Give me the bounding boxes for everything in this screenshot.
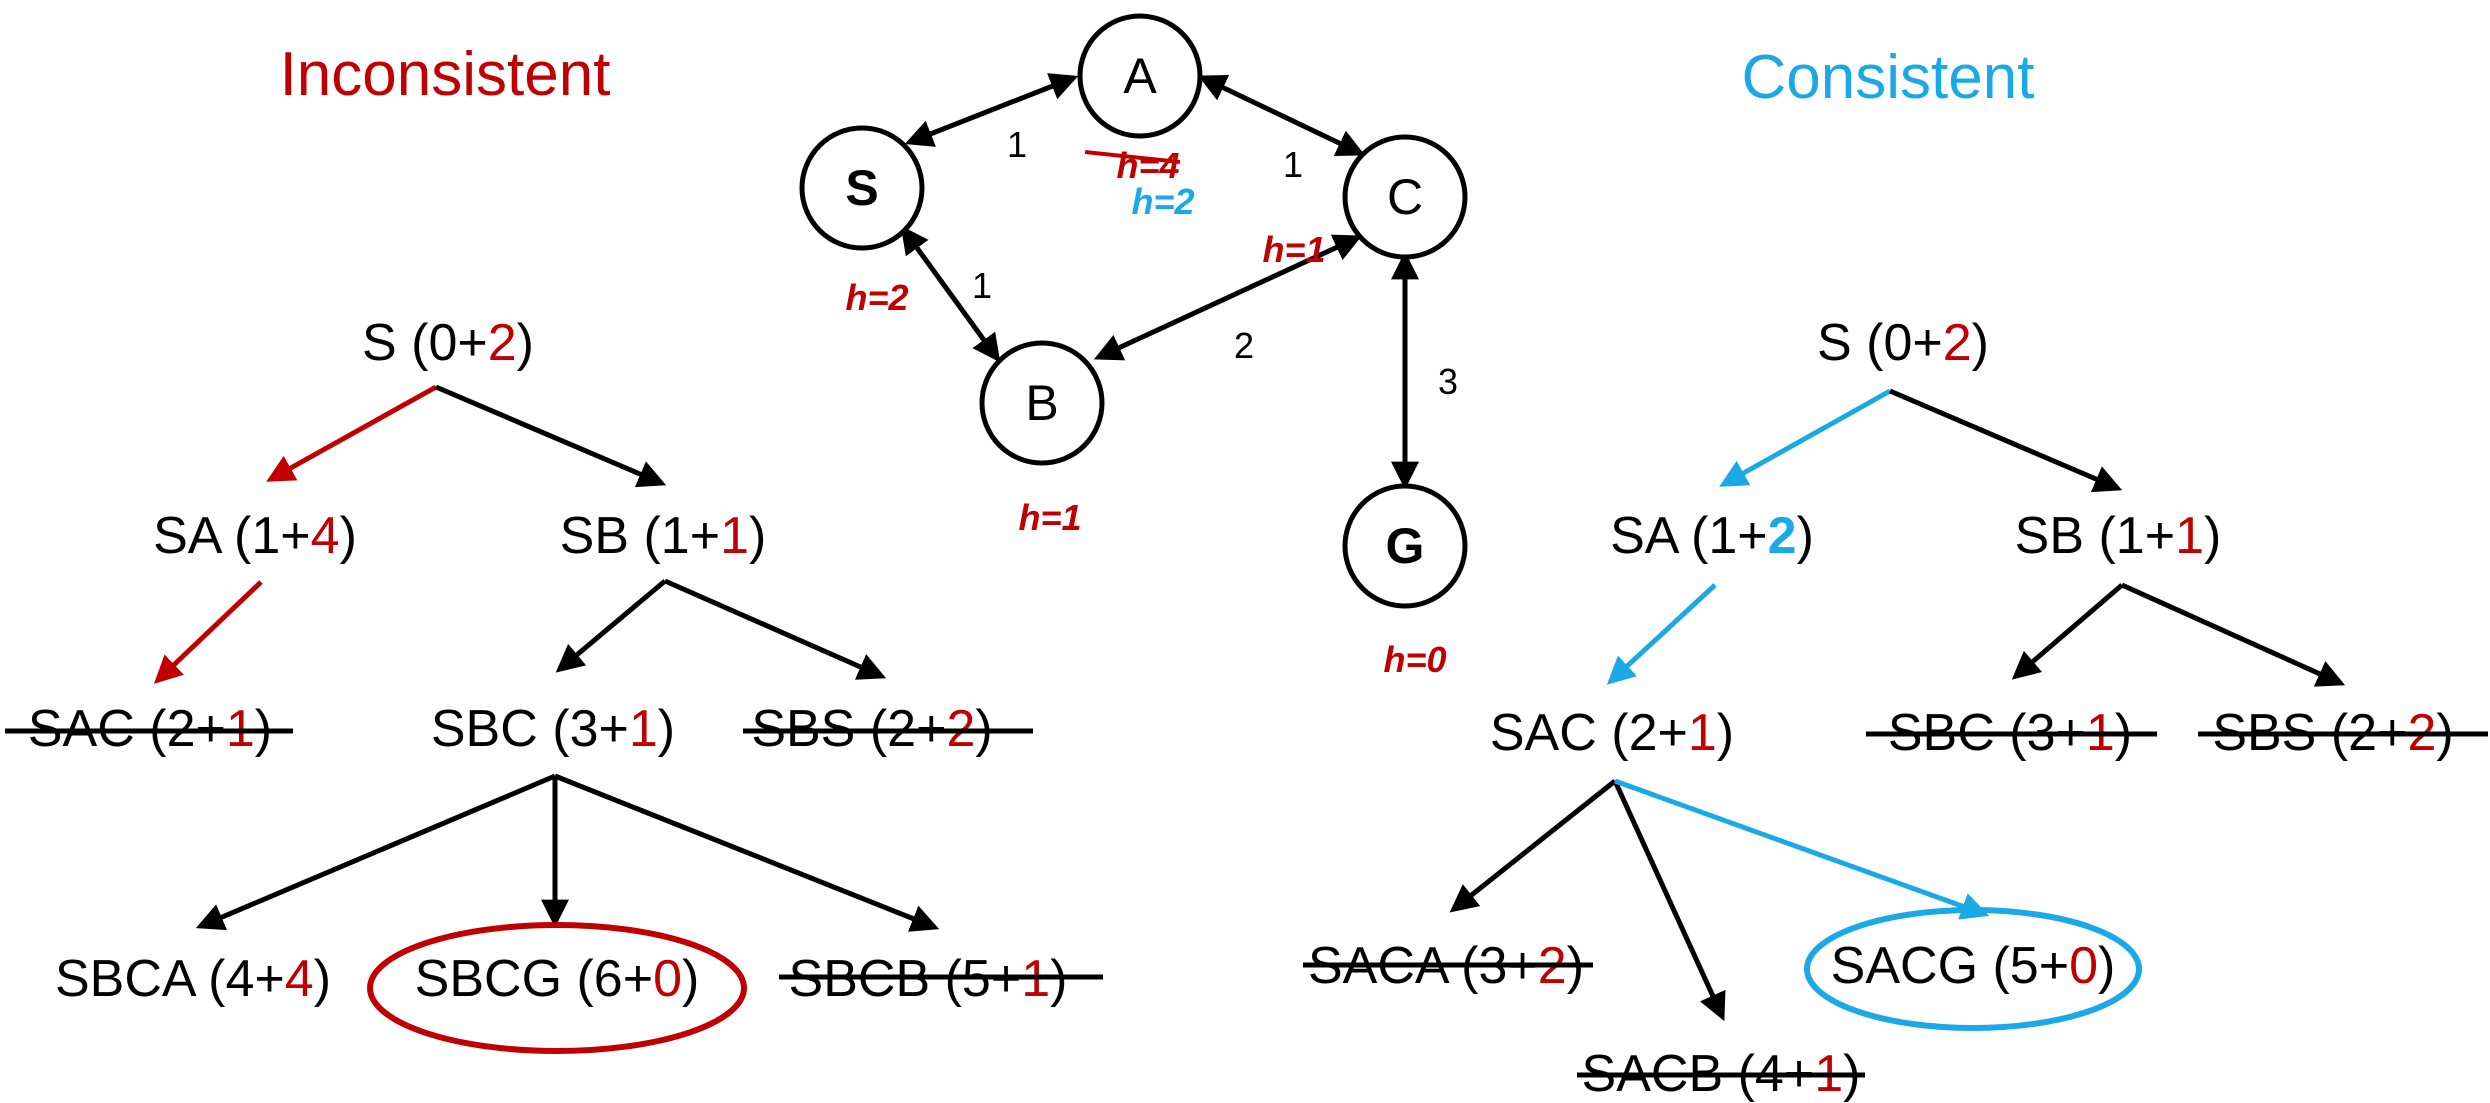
graph-node-g [1342, 483, 1468, 609]
tree-node-s: S (0+2) [362, 314, 534, 372]
edge-s-a [904, 73, 1079, 147]
graph-node-g-label: G [1386, 518, 1425, 574]
tree-node-sb: SB (1+1) [560, 507, 767, 565]
edge-b-c [1093, 234, 1363, 361]
graph-node-b [979, 340, 1105, 466]
heuristic-c: h=1 [1262, 229, 1325, 270]
graph-node-b-label: B [1025, 375, 1058, 431]
goal-highlight-red [367, 922, 747, 1054]
graph-node-c [1342, 134, 1468, 260]
goal-highlight-blue [1804, 907, 2142, 1031]
tree-edge-sa-sac-consistent [1606, 583, 1717, 685]
tree-edge-sb-sbc-consistent [2011, 583, 2124, 680]
tree-edge-sac-saca [1449, 779, 1617, 913]
tree-node-sbc: SBC (3+1) [431, 700, 675, 758]
tree-edge-sbc-sbca [195, 773, 556, 931]
tree-node-sbcg: SBCG (6+0) [415, 950, 700, 1008]
inconsistent-tree: S (0+2) SA (1+4) SB (1+1) SAC (2+1) SBC … [5, 314, 1103, 1054]
tree-edge-sb-sbc [555, 579, 667, 673]
cost-s-b: 1 [972, 265, 992, 306]
tree-edge-s-sb [435, 384, 667, 488]
tree-edge-sb-sbs [663, 578, 887, 680]
consistent-tree: S (0+2) SA (1+2) SB (1+1) SAC (2+1) SBC … [1303, 314, 2488, 1103]
tree-edge-sac-sacb [1612, 779, 1726, 1022]
heading-inconsistent: Inconsistent [280, 40, 611, 109]
graph: S A C B G 1 1 1 2 3 h=2 h=4 h=2 h=1 h=1 … [799, 13, 1468, 680]
heuristic-s: h=2 [845, 277, 908, 318]
tree-node-sac-consistent: SAC (2+1) [1490, 704, 1734, 762]
tree-node-sb-consistent: SB (1+1) [2015, 507, 2222, 565]
heuristic-a-new: h=2 [1131, 181, 1194, 222]
graph-node-s [799, 125, 925, 251]
tree-edge-sbc-sbcb [554, 773, 940, 932]
edge-a-c [1197, 75, 1366, 156]
tree-node-sa: SA (1+4) [153, 507, 357, 565]
heuristic-a-old-strike [1084, 150, 1181, 164]
heading-consistent: Consistent [1742, 43, 2035, 112]
tree-edge-s-sa-consistent [1719, 388, 1892, 487]
tree-edge-sac-sacg [1614, 778, 1990, 920]
tree-edge-sb-sbs-consistent [2120, 582, 2346, 687]
cost-b-c: 2 [1234, 325, 1254, 366]
cost-s-a: 1 [1007, 124, 1027, 165]
tree-edge-sa-sac [153, 580, 263, 684]
tree-node-sacg: SACG (5+0) [1831, 937, 2116, 995]
tree-node-sbca: SBCA (4+4) [55, 950, 331, 1008]
heuristic-g: h=0 [1383, 639, 1446, 680]
tree-edge-s-sa [266, 384, 438, 482]
cost-a-c: 1 [1283, 144, 1303, 185]
cost-c-g: 3 [1438, 361, 1458, 402]
tree-edge-s-sb-consistent [1889, 388, 2123, 493]
graph-node-s-label: S [845, 160, 878, 216]
tree-node-s-consistent: S (0+2) [1817, 314, 1989, 372]
graph-node-a [1077, 13, 1203, 139]
heuristic-a-old: h=4 [1116, 145, 1179, 186]
heuristic-b: h=1 [1018, 497, 1081, 538]
graph-node-a-label: A [1123, 48, 1157, 104]
graph-node-c-label: C [1387, 169, 1423, 225]
tree-node-sa-consistent: SA (1+2) [1610, 507, 1814, 565]
edge-s-b [900, 225, 1001, 363]
